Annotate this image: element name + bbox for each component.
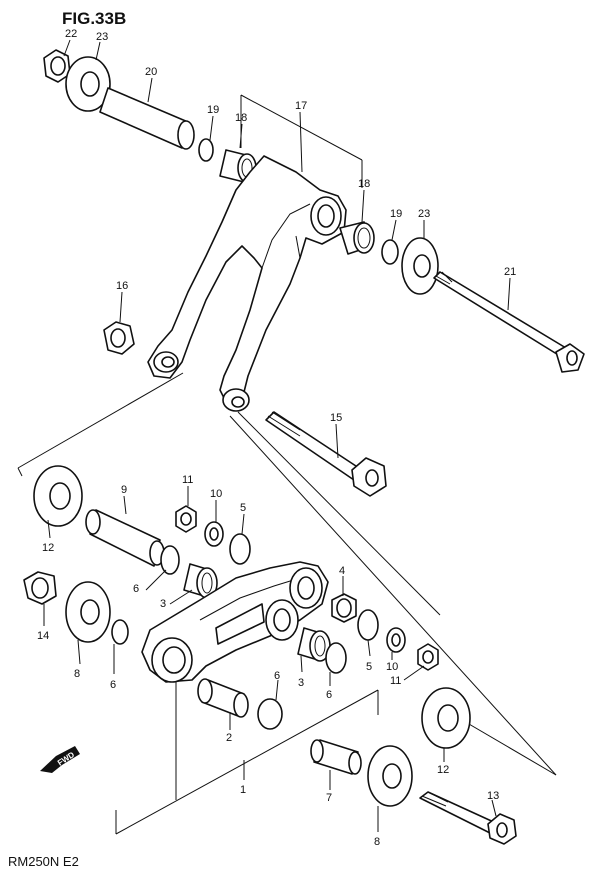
part-17-cushion-lever xyxy=(147,155,347,412)
callout-20: 20 xyxy=(145,66,157,78)
part-5-oring-upper xyxy=(229,533,251,565)
part-4-spacer xyxy=(331,593,357,623)
part-13-bolt xyxy=(419,791,517,845)
part-6-oring-left xyxy=(111,619,129,645)
callout-7: 7 xyxy=(326,792,332,804)
figure-title: FIG.33B xyxy=(62,9,126,28)
callout-3-upper: 3 xyxy=(160,598,166,610)
reference-lines xyxy=(17,94,557,835)
callout-18-left: 18 xyxy=(235,112,247,124)
callout-3-lower: 3 xyxy=(298,677,304,689)
part-6-oring-bottom xyxy=(257,698,283,730)
part-10-washer-upper xyxy=(204,521,224,547)
part-19-oring-left xyxy=(198,138,214,162)
callout-8-left: 8 xyxy=(74,668,80,680)
callout-15: 15 xyxy=(330,412,342,424)
part-1-cushion-rod xyxy=(141,561,329,683)
callout-10-right: 10 xyxy=(386,661,398,673)
part-7-spacer xyxy=(310,739,362,775)
callout-19-left: 19 xyxy=(207,104,219,116)
callout-17: 17 xyxy=(295,100,307,112)
callout-6-bottom: 6 xyxy=(274,670,280,682)
part-3-bearing-upper xyxy=(183,563,218,599)
callout-22: 22 xyxy=(65,28,77,40)
callout-6-left: 6 xyxy=(110,679,116,691)
part-12-washer-right xyxy=(421,687,471,749)
callout-11-right: 11 xyxy=(390,675,401,687)
callout-12-right: 12 xyxy=(437,764,449,776)
part-10-washer-right xyxy=(386,627,406,653)
callout-6-lower-right: 6 xyxy=(326,689,332,701)
part-11-nut-upper xyxy=(175,505,197,533)
part-16-nut xyxy=(103,321,135,355)
callout-1: 1 xyxy=(240,784,246,796)
callout-6-upper: 6 xyxy=(133,583,139,595)
part-5-oring-right xyxy=(357,609,379,641)
callout-2: 2 xyxy=(226,732,232,744)
part-22-nut xyxy=(43,49,71,83)
part-2-bearing xyxy=(197,678,249,718)
part-23-washer-left xyxy=(65,56,111,112)
callout-23-right: 23 xyxy=(418,208,430,220)
part-8-washer-left xyxy=(65,581,111,643)
callout-labels: 22 23 20 19 18 17 18 19 23 21 16 15 12 9… xyxy=(37,28,516,848)
model-code: RM250N E2 xyxy=(8,854,79,869)
callout-5-upper: 5 xyxy=(240,502,246,514)
callout-4: 4 xyxy=(339,565,345,577)
part-21-long-bolt xyxy=(433,271,585,373)
callout-16: 16 xyxy=(116,280,128,292)
part-14-nut xyxy=(23,571,57,605)
callout-5-right: 5 xyxy=(366,661,372,673)
part-8-washer-right xyxy=(367,745,413,807)
callout-14: 14 xyxy=(37,630,49,642)
callout-21: 21 xyxy=(504,266,516,278)
part-19-oring-right xyxy=(381,239,399,265)
callout-23-left: 23 xyxy=(96,31,108,43)
callout-13: 13 xyxy=(487,790,499,802)
part-9-sleeve xyxy=(85,509,165,567)
part-12-washer-left xyxy=(33,465,83,527)
callout-9: 9 xyxy=(121,484,127,496)
callout-leaders xyxy=(43,39,511,832)
part-6-oring-lower-right xyxy=(325,642,347,674)
part-23-washer-right xyxy=(401,237,439,295)
callout-19-right: 19 xyxy=(390,208,402,220)
callout-10-upper: 10 xyxy=(210,488,222,500)
callout-11-upper: 11 xyxy=(182,474,193,486)
part-15-bolt xyxy=(265,411,387,497)
callout-18-right: 18 xyxy=(358,178,370,190)
callout-12-left: 12 xyxy=(42,542,54,554)
part-6-oring-upper xyxy=(160,545,180,575)
part-18-bearing-right xyxy=(339,221,375,255)
part-20-spacer-tube xyxy=(99,87,195,150)
callout-8-right: 8 xyxy=(374,836,380,848)
part-3-bearing-lower xyxy=(297,627,331,662)
forward-arrow-icon: FWD xyxy=(40,746,80,773)
part-11-nut-right xyxy=(417,643,439,671)
